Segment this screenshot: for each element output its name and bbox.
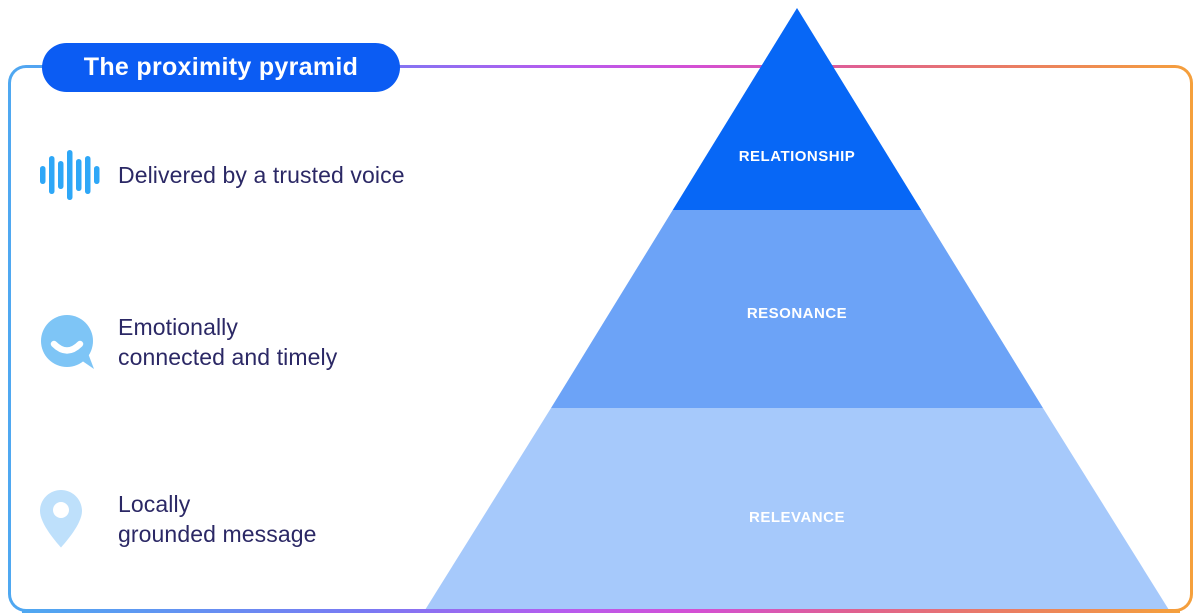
pyramid-level-label: RELATIONSHIP <box>738 148 856 165</box>
feature-item-label: Delivered by a trusted voice <box>118 162 405 188</box>
feature-item-label: Emotionally connected and timely <box>118 314 338 370</box>
pyramid-level-label: RELEVANCE <box>749 509 845 526</box>
location-pin-icon <box>40 490 102 548</box>
feature-item-trusted-voice: Delivered by a trusted voice <box>40 147 405 203</box>
proximity-pyramid: RELATIONSHIP RESONANCE RELEVANCE <box>425 8 1169 610</box>
pyramid-level-label: RESONANCE <box>746 305 848 322</box>
frame-bottom-gradient-line <box>22 609 1180 613</box>
pyramid-level-relationship <box>672 8 922 210</box>
feature-item-locally-grounded: Locally grounded message <box>40 489 317 549</box>
chat-smile-icon <box>40 314 102 370</box>
pyramid-level-relevance <box>425 408 1169 610</box>
title-pill: The proximity pyramid <box>42 43 400 92</box>
feature-item-emotionally-connected: Emotionally connected and timely <box>40 312 337 372</box>
voice-waveform-icon <box>40 149 102 201</box>
feature-item-label: Locally grounded message <box>118 491 317 547</box>
page-title: The proximity pyramid <box>83 53 359 81</box>
